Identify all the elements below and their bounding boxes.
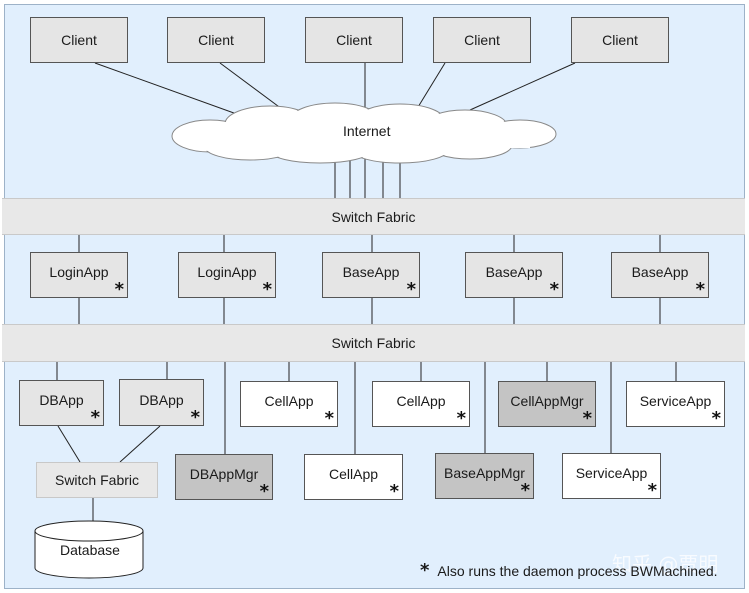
cellapp-label: CellApp bbox=[264, 393, 314, 409]
serviceapp-box: ServiceApp * bbox=[626, 381, 725, 429]
daemon-star: * bbox=[90, 407, 100, 428]
daemon-star: * bbox=[456, 408, 466, 429]
loginapp-box: LoginApp * bbox=[30, 252, 128, 300]
baseapp-box: BaseApp * bbox=[611, 252, 709, 300]
client-label: Client bbox=[336, 32, 372, 48]
cellappmgr-box: CellAppMgr * bbox=[498, 381, 596, 429]
baseappmgr-label: BaseAppMgr bbox=[444, 465, 525, 481]
client-box: Client bbox=[433, 17, 531, 63]
cellapp-box: CellApp * bbox=[372, 381, 470, 429]
dbapp-box: DBApp * bbox=[119, 379, 204, 428]
cellapp-box: CellApp * bbox=[304, 454, 403, 502]
daemon-star: * bbox=[262, 279, 272, 300]
baseapp-label: BaseApp bbox=[485, 264, 543, 280]
client-label: Client bbox=[464, 32, 500, 48]
internet-cloud bbox=[171, 102, 557, 164]
cellapp-label: CellApp bbox=[396, 393, 446, 409]
switch-fabric-db-label: Switch Fabric bbox=[54, 472, 140, 488]
client-label: Client bbox=[602, 32, 638, 48]
baseapp-label: BaseApp bbox=[631, 264, 689, 280]
client-box: Client bbox=[30, 17, 128, 63]
client-label: Client bbox=[61, 32, 97, 48]
dbappmgr-box: DBAppMgr * bbox=[175, 454, 273, 502]
baseapp-label: BaseApp bbox=[342, 264, 400, 280]
daemon-star: * bbox=[114, 279, 124, 300]
daemon-star: * bbox=[582, 408, 592, 429]
switch-fabric-mid: Switch Fabric bbox=[2, 324, 745, 362]
daemon-star: * bbox=[389, 481, 399, 502]
client-box: Client bbox=[167, 17, 265, 63]
daemon-star: * bbox=[647, 480, 657, 501]
watermark: 知乎 @贾明 bbox=[612, 552, 719, 576]
cellapp-label: CellApp bbox=[328, 466, 379, 482]
serviceapp-label: ServiceApp bbox=[639, 393, 712, 409]
switch-fabric-top: Switch Fabric bbox=[2, 198, 745, 235]
dbapp-box: DBApp * bbox=[19, 380, 104, 428]
internet-label: Internet bbox=[343, 123, 391, 139]
daemon-star: * bbox=[695, 279, 705, 300]
serviceapp-box: ServiceApp * bbox=[562, 453, 661, 501]
database-cylinder bbox=[34, 520, 144, 579]
daemon-star: * bbox=[259, 481, 269, 502]
baseapp-box: BaseApp * bbox=[322, 252, 420, 300]
loginapp-box: LoginApp * bbox=[178, 252, 276, 300]
switch-fabric-db: Switch Fabric bbox=[36, 462, 158, 498]
dbapp-label: DBApp bbox=[139, 391, 184, 408]
dbappmgr-label: DBAppMgr bbox=[189, 466, 259, 482]
daemon-star: * bbox=[711, 408, 721, 429]
footnote-star: * bbox=[420, 560, 430, 581]
client-box: Client bbox=[305, 17, 403, 63]
loginapp-label: LoginApp bbox=[49, 264, 109, 280]
daemon-star: * bbox=[324, 408, 334, 429]
client-box: Client bbox=[571, 17, 669, 63]
daemon-star: * bbox=[190, 407, 200, 428]
cellappmgr-label: CellAppMgr bbox=[510, 393, 584, 409]
client-label: Client bbox=[198, 32, 234, 48]
baseappmgr-box: BaseAppMgr * bbox=[435, 453, 534, 501]
footnote-text: Also runs the daemon process BWMachined. bbox=[437, 563, 718, 579]
daemon-star: * bbox=[549, 279, 559, 300]
daemon-star: * bbox=[520, 480, 530, 501]
database-label: Database bbox=[60, 542, 120, 558]
daemon-star: * bbox=[406, 279, 416, 300]
loginapp-label: LoginApp bbox=[197, 264, 257, 280]
cellapp-box: CellApp * bbox=[240, 381, 338, 429]
baseapp-box: BaseApp * bbox=[465, 252, 563, 300]
dbapp-label: DBApp bbox=[39, 392, 84, 408]
footnote: * Also runs the daemon process BWMachined… bbox=[420, 560, 718, 581]
serviceapp-label: ServiceApp bbox=[575, 465, 648, 481]
